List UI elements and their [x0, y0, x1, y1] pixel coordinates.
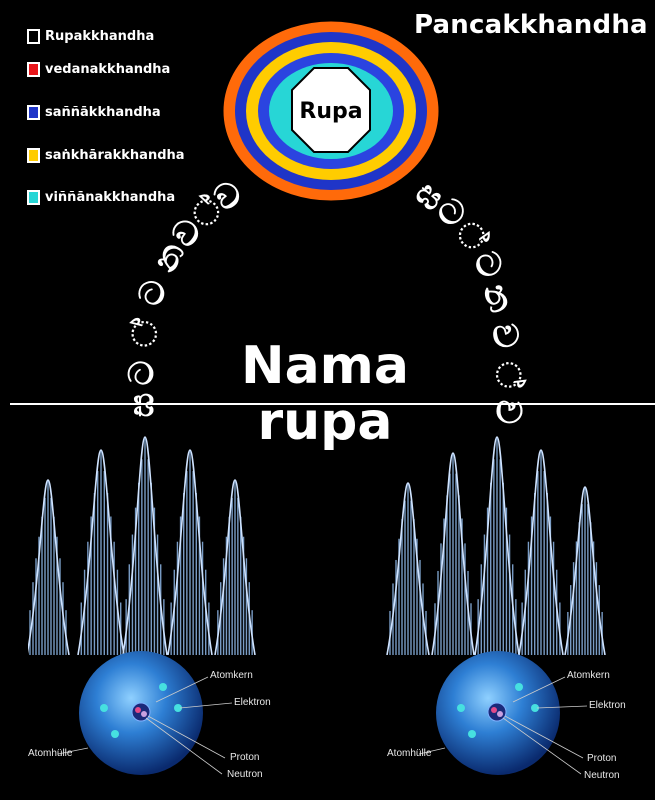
neutron [141, 711, 147, 717]
atom-label-proton: Proton [587, 753, 617, 764]
wave-peak [28, 479, 70, 655]
atom-label-nucleus: Atomkern [210, 670, 253, 681]
legend-item: viññānakkhandha [27, 188, 175, 206]
electron [174, 704, 182, 712]
wave-peak [431, 452, 475, 655]
atom-label-shell: Atomhülle [387, 748, 432, 759]
electron [531, 704, 539, 712]
atom-diagram-right: Atomkern Elektron Atomhülle Proton Neutr… [355, 650, 655, 800]
wave-peak [386, 482, 430, 655]
proton [135, 707, 141, 713]
wave-peak [77, 449, 125, 655]
atom-graphic [57, 651, 233, 775]
atom-graphic [418, 651, 588, 775]
arc-character: ් [486, 359, 530, 391]
nucleus [131, 702, 151, 722]
khandha-rings: Rupa [222, 20, 440, 202]
legend-item: saññākkhandha [27, 103, 161, 121]
electron [457, 704, 465, 712]
electron [515, 683, 523, 691]
legend-label: vedanakkhandha [45, 61, 171, 77]
legend-swatch [27, 61, 40, 77]
atom-label-shell: Atomhülle [28, 748, 73, 759]
wave-peaks-right [386, 436, 606, 655]
wave-peak [564, 486, 606, 655]
legend-item: vedanakkhandha [27, 60, 170, 78]
electron [159, 683, 167, 691]
wave-peaks-left [28, 436, 256, 655]
wave-peak [474, 436, 520, 655]
legend-label: saṅkhārakkhandha [45, 147, 185, 163]
legend-swatch [27, 147, 40, 163]
divider-line [10, 403, 655, 405]
wave-peak [518, 449, 564, 655]
legend-swatch [27, 189, 40, 205]
wave-peak [122, 436, 168, 655]
electron [468, 730, 476, 738]
atom-diagram-left: Atomkern Elektron Atomhülle Proton Neutr… [0, 650, 330, 800]
atom-label-electron: Elektron [589, 700, 626, 711]
wave-peak [167, 449, 213, 655]
atom-label-electron: Elektron [234, 697, 271, 708]
atom-label-neutron: Neutron [227, 769, 263, 780]
rupa-label: Rupa [299, 99, 362, 124]
legend-item: Rupakkhandha [27, 27, 154, 45]
page-title: Pancakkhandha [414, 10, 648, 40]
atom-label-neutron: Neutron [584, 770, 620, 781]
electron [111, 730, 119, 738]
title-line-nama: Nama [241, 336, 409, 396]
wave-peak [214, 479, 256, 655]
atom-label-nucleus: Atomkern [567, 670, 610, 681]
electron [100, 704, 108, 712]
legend-label: Rupakkhandha [45, 28, 155, 44]
legend-swatch [27, 28, 40, 44]
legend-label: saññākkhandha [45, 104, 161, 120]
legend-label: viññānakkhandha [45, 189, 176, 205]
neutron [497, 711, 503, 717]
rupa-octagon [291, 67, 371, 153]
atom-label-proton: Proton [230, 752, 260, 763]
legend-item: saṅkhārakkhandha [27, 146, 185, 164]
legend-swatch [27, 104, 40, 120]
proton [491, 707, 497, 713]
arc-character: ව [488, 399, 528, 425]
